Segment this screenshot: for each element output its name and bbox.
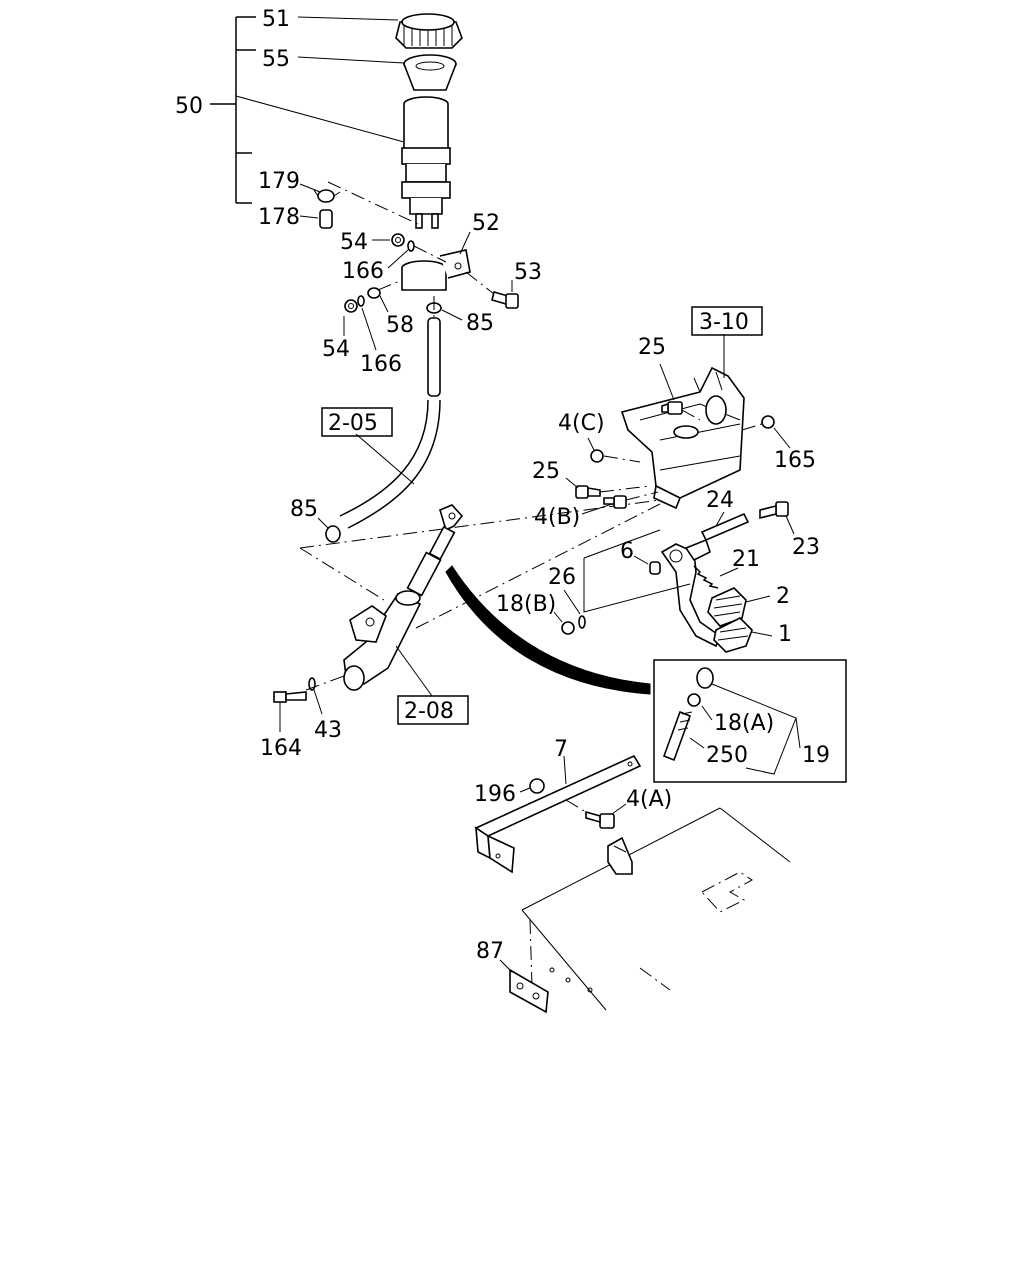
- label-52: 52: [472, 211, 500, 236]
- label-2-05: 2-05: [328, 411, 378, 436]
- support-bracket-7: [474, 754, 642, 874]
- washer-166-a: [407, 240, 415, 252]
- label-4c: 4(C): [558, 411, 605, 436]
- ref-box-2-08: [397, 695, 469, 725]
- label-43: 43: [314, 718, 342, 743]
- label-4a: 4(A): [626, 787, 672, 812]
- brake-pedal-pad-2: [707, 587, 747, 627]
- pedal-arms: [660, 538, 721, 648]
- washer-166-b: [357, 295, 365, 307]
- floor-panel: [521, 807, 791, 1011]
- pedal-bracket: [620, 366, 745, 510]
- label-164: 164: [260, 736, 302, 761]
- label-1: 1: [778, 622, 792, 647]
- nut-54-a: [391, 233, 405, 247]
- pedal-shaft-24: [700, 512, 750, 542]
- label-85-b: 85: [290, 497, 318, 522]
- reservoir-tank: [401, 96, 451, 229]
- label-165: 165: [774, 448, 816, 473]
- reservoir-filter-55: [403, 54, 457, 91]
- label-4b: 4(B): [534, 505, 580, 530]
- label-51: 51: [262, 7, 290, 32]
- pin-6: [649, 561, 661, 575]
- label-50: 50: [175, 94, 203, 119]
- label-179: 179: [258, 169, 300, 194]
- label-2-08: 2-08: [404, 699, 454, 724]
- reservoir-bracket-52: [401, 249, 471, 291]
- detail-arrow: [445, 565, 651, 695]
- nut-196: [529, 778, 545, 794]
- hose-clip-85-b: [325, 525, 341, 543]
- clutch-master-cylinder: [343, 504, 464, 691]
- bolt-164: [273, 691, 307, 703]
- nut-54-b: [344, 299, 358, 313]
- clutch-pedal-pad-1: [713, 617, 753, 653]
- label-58: 58: [386, 313, 414, 338]
- label-6: 6: [620, 539, 634, 564]
- label-54-a: 54: [340, 230, 368, 255]
- nut-165: [761, 415, 775, 429]
- label-7: 7: [554, 737, 568, 762]
- return-spring-21: [693, 565, 719, 589]
- hose-clamp-179: [313, 189, 341, 203]
- label-21: 21: [732, 547, 760, 572]
- nut-4c: [590, 449, 604, 463]
- assembly-bracket-50: [210, 16, 256, 204]
- pipe-178: [319, 209, 333, 229]
- label-26: 26: [548, 565, 576, 590]
- ref-box-2-05: [321, 407, 393, 437]
- label-19: 19: [802, 743, 830, 768]
- label-25-b: 25: [532, 459, 560, 484]
- label-166-a: 166: [342, 259, 384, 284]
- label-25-a: 25: [638, 335, 666, 360]
- bolt-53: [491, 291, 519, 309]
- bolt-4b: [603, 495, 627, 509]
- bolt-23: [759, 501, 789, 520]
- bolt-25-a: [661, 401, 683, 415]
- label-55: 55: [262, 47, 290, 72]
- ref-box-3-10: [691, 306, 763, 336]
- supply-hose: [339, 296, 441, 529]
- label-24: 24: [706, 488, 734, 513]
- label-3-10: 3-10: [699, 310, 749, 335]
- label-18b: 18(B): [496, 592, 556, 617]
- detail-box: [653, 659, 847, 783]
- label-85-a: 85: [466, 311, 494, 336]
- label-196: 196: [474, 782, 516, 807]
- label-23: 23: [792, 535, 820, 560]
- label-2: 2: [776, 584, 790, 609]
- label-178: 178: [258, 205, 300, 230]
- stopper-19-detail: [662, 667, 714, 762]
- washer-26: [578, 615, 586, 629]
- bolt-4a: [585, 810, 615, 829]
- reservoir-cap-51: [395, 13, 463, 49]
- nut-18b: [561, 621, 575, 635]
- plate-87: [509, 968, 549, 1014]
- label-87: 87: [476, 939, 504, 964]
- label-250: 250: [706, 743, 748, 768]
- label-53: 53: [514, 260, 542, 285]
- label-54-b: 54: [322, 337, 350, 362]
- bolt-25-b: [575, 485, 601, 499]
- label-18a: 18(A): [714, 711, 774, 736]
- seal-58: [367, 287, 381, 299]
- label-166-b: 166: [360, 352, 402, 377]
